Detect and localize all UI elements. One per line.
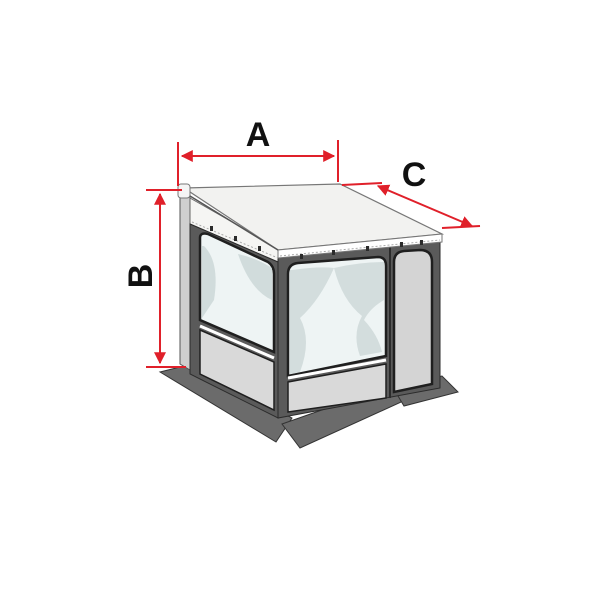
- dimension-b: B: [122, 189, 186, 368]
- front-wall: [277, 233, 441, 419]
- dimension-label-a: A: [246, 116, 271, 154]
- dimension-label-b: B: [122, 264, 160, 289]
- dimension-a: A: [177, 116, 339, 186]
- awning-roof: [177, 183, 445, 259]
- left-side-wall: [179, 191, 279, 419]
- dimension-label-c: C: [402, 156, 427, 194]
- dimension-c: C: [341, 156, 481, 229]
